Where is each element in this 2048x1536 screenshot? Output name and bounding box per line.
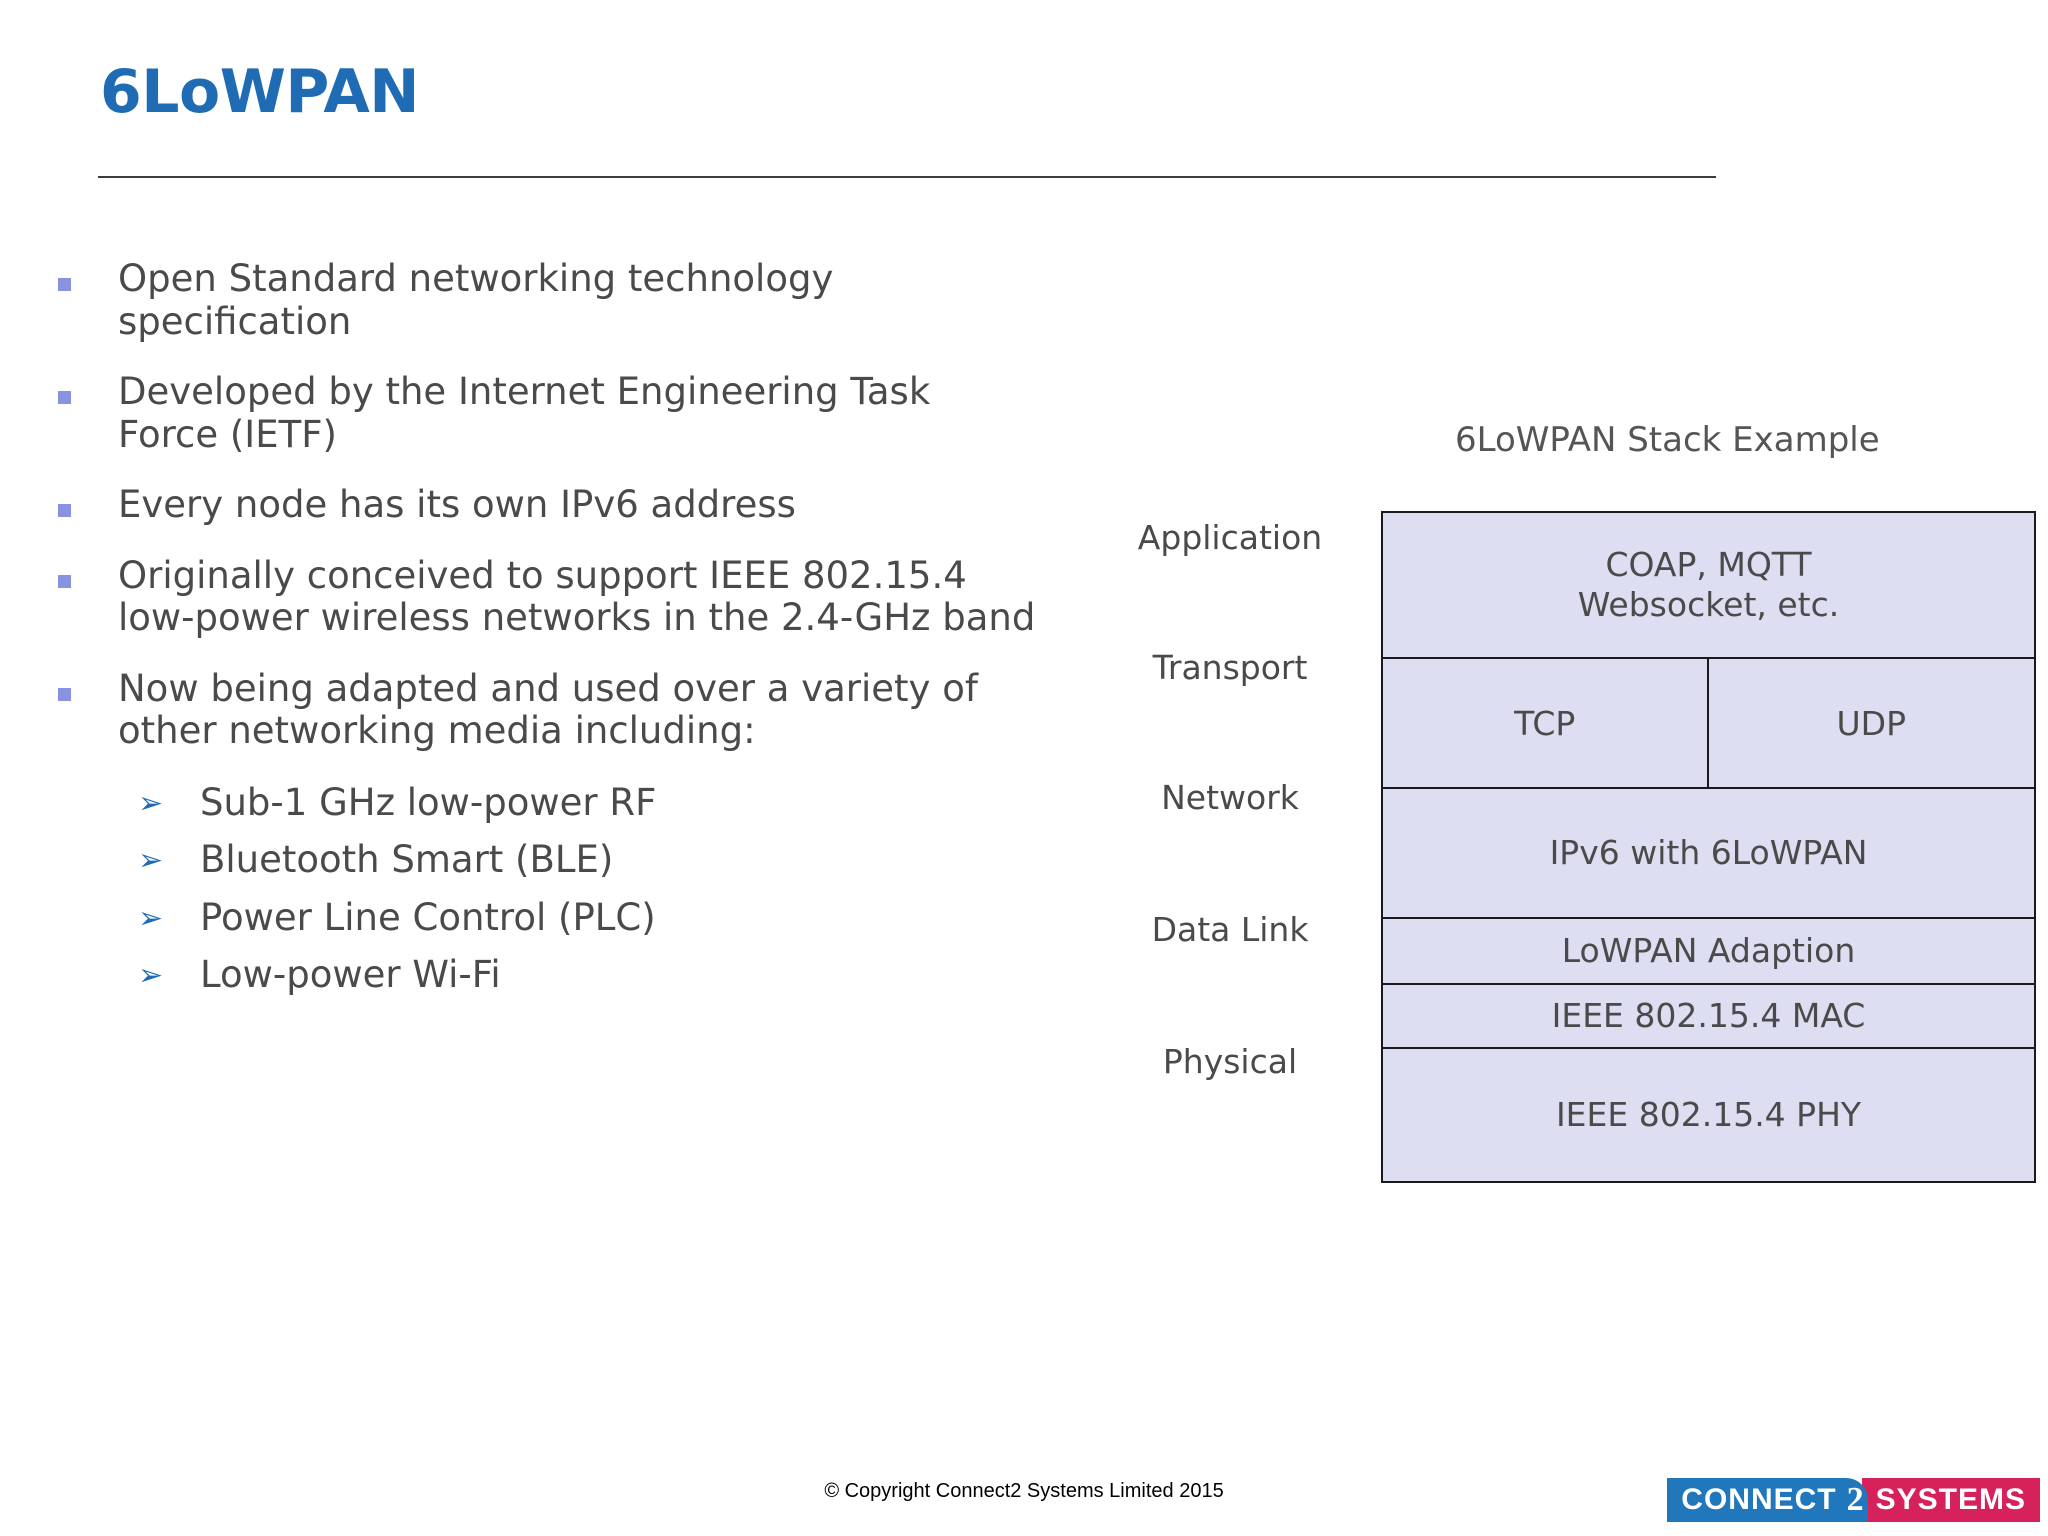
sub-bullet-text: Power Line Control (PLC) bbox=[200, 895, 656, 939]
list-item: Now being adapted and used over a variet… bbox=[48, 666, 1038, 753]
list-item: Open Standard networking technology spec… bbox=[48, 257, 1038, 343]
sub-bullet-text: Low-power Wi-Fi bbox=[200, 953, 501, 997]
bullet-text: Every node has its own IPv6 address bbox=[118, 483, 796, 527]
arrow-bullet-icon: ➢ bbox=[138, 900, 164, 936]
stack-row-lowpan-adaption: LoWPAN Adaption bbox=[1383, 919, 2034, 985]
connect2-systems-logo: CONNECT 2 SYSTEMS bbox=[1667, 1478, 2040, 1522]
layer-label-application: Application bbox=[1137, 518, 1323, 557]
stack-row-ieee-mac: IEEE 802.15.4 MAC bbox=[1383, 985, 2034, 1049]
list-item: ➢ Sub-1 GHz low-power RF bbox=[138, 781, 1038, 825]
list-item: ➢ Power Line Control (PLC) bbox=[138, 896, 1038, 940]
copyright-text: © Copyright Connect2 Systems Limited 201… bbox=[824, 1480, 1224, 1502]
title-divider bbox=[98, 176, 1716, 178]
layer-label-transport: Transport bbox=[1152, 648, 1308, 687]
bullet-text: Originally conceived to support IEEE 802… bbox=[118, 553, 1036, 640]
layer-label-data-link: Data Link bbox=[1151, 910, 1309, 949]
diagram-title: 6LoWPAN Stack Example bbox=[1455, 420, 1880, 460]
list-item: Developed by the Internet Engineering Ta… bbox=[48, 370, 1038, 456]
bullet-text: Open Standard networking technology spec… bbox=[118, 257, 834, 343]
bullet-text: Developed by the Internet Engineering Ta… bbox=[118, 370, 931, 456]
layer-label-physical: Physical bbox=[1162, 1042, 1298, 1081]
square-bullet-icon bbox=[48, 371, 118, 408]
square-bullet-icon bbox=[48, 668, 118, 705]
logo-systems-text: SYSTEMS bbox=[1861, 1478, 2040, 1522]
stack-row-ieee-phy: IEEE 802.15.4 PHY bbox=[1383, 1049, 2034, 1181]
stack-cell-tcp: TCP bbox=[1383, 659, 1709, 787]
list-item: Originally conceived to support IEEE 802… bbox=[48, 553, 1038, 640]
arrow-bullet-icon: ➢ bbox=[138, 843, 164, 879]
bullet-list: Open Standard networking technology spec… bbox=[48, 257, 1038, 1010]
sub-bullet-text: Bluetooth Smart (BLE) bbox=[200, 838, 614, 882]
square-bullet-icon bbox=[48, 555, 118, 592]
arrow-bullet-icon: ➢ bbox=[138, 785, 164, 821]
stack-row-application: COAP, MQTT Websocket, etc. bbox=[1383, 513, 2034, 659]
application-protocols-line2: Websocket, etc. bbox=[1577, 585, 1840, 624]
stack-row-network: IPv6 with 6LoWPAN bbox=[1383, 789, 2034, 919]
square-bullet-icon bbox=[48, 484, 118, 521]
page-title: 6LoWPAN bbox=[100, 57, 420, 127]
stack-row-transport: TCP UDP bbox=[1383, 659, 2034, 789]
logo-connect-text: CONNECT bbox=[1667, 1478, 1843, 1522]
list-item: Every node has its own IPv6 address bbox=[48, 484, 1038, 527]
sub-bullet-text: Sub-1 GHz low-power RF bbox=[200, 780, 657, 824]
square-bullet-icon bbox=[48, 258, 118, 295]
protocol-stack-diagram: COAP, MQTT Websocket, etc. TCP UDP IPv6 … bbox=[1381, 511, 2036, 1183]
layer-label-network: Network bbox=[1161, 778, 1299, 817]
bullet-text: Now being adapted and used over a variet… bbox=[118, 666, 978, 753]
stack-cell-udp: UDP bbox=[1708, 659, 2034, 787]
logo-two-icon: 2 bbox=[1842, 1478, 1868, 1522]
application-protocols-line1: COAP, MQTT bbox=[1605, 545, 1812, 585]
arrow-bullet-icon: ➢ bbox=[138, 958, 164, 994]
sub-bullet-list: ➢ Sub-1 GHz low-power RF ➢ Bluetooth Sma… bbox=[138, 781, 1038, 998]
list-item: ➢ Bluetooth Smart (BLE) bbox=[138, 838, 1038, 882]
list-item: ➢ Low-power Wi-Fi bbox=[138, 953, 1038, 997]
